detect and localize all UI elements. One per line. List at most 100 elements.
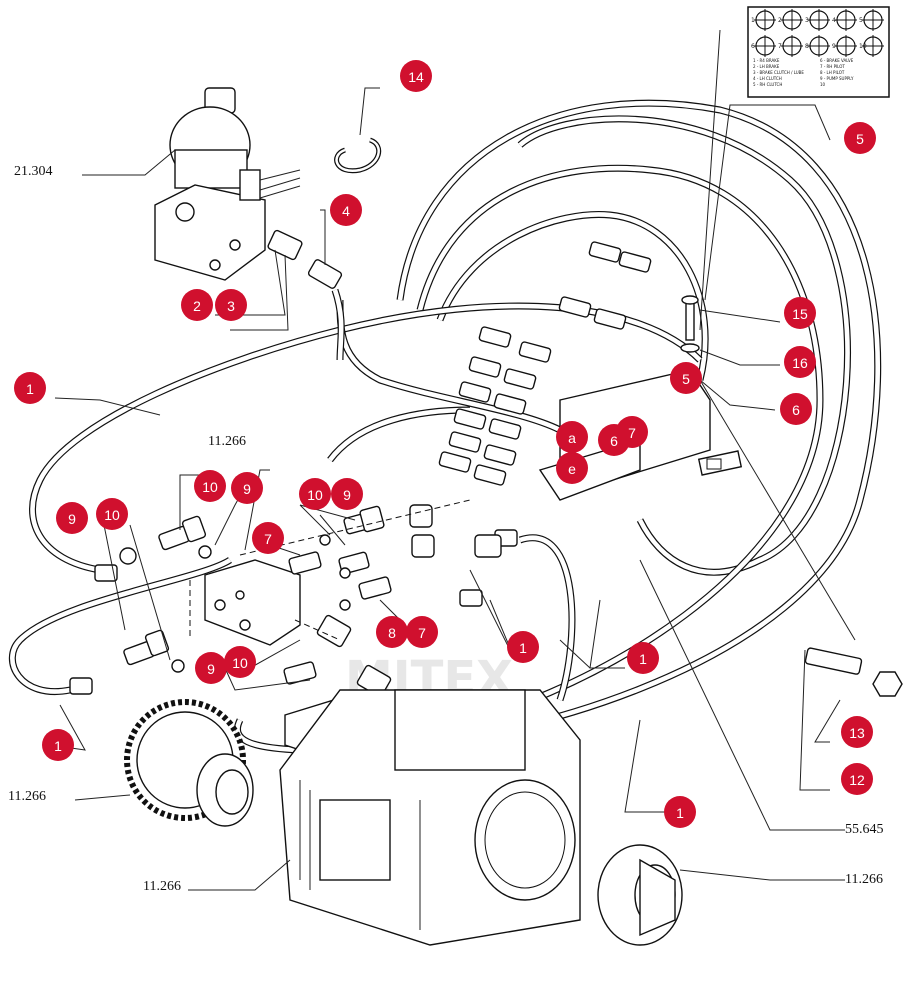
legend-port-7: 7: [778, 35, 803, 57]
hose-fittings: [69, 241, 652, 695]
legend-line-2: 2 - LH BRAKE: [753, 64, 780, 69]
callout-number: 5: [682, 371, 690, 387]
callout-number: 9: [68, 511, 76, 527]
callout-number: 7: [418, 625, 426, 641]
callout-c5a: 5: [844, 122, 876, 154]
callout-c7c: 7: [406, 616, 438, 648]
ref-label-11266-housing: 11.266: [143, 879, 181, 894]
callout-number: 1: [676, 805, 684, 821]
callout-c9d: 9: [195, 652, 227, 684]
legend-port-5: 5: [859, 9, 884, 31]
callout-c13: 13: [841, 716, 873, 748]
callout-number: 15: [792, 306, 808, 322]
legend-port-9: 9: [832, 35, 857, 57]
legend-port-number: 6: [751, 43, 755, 50]
legend-line-3: 3 - BRAKE CLUTCH / LUBE: [753, 70, 804, 75]
callout-number: 1: [26, 381, 34, 397]
callout-c9a: 9: [231, 472, 263, 504]
legend-port-number: 3: [805, 17, 809, 24]
callout-c3: 3: [215, 289, 247, 321]
callout-number: a: [568, 430, 576, 446]
callout-number: 1: [54, 738, 62, 754]
ref-label-21304: 21.304: [14, 164, 53, 179]
legend-port-4: 4: [832, 9, 857, 31]
adapter-fittings: [119, 504, 502, 720]
callout-c10d: 10: [224, 646, 256, 678]
callout-number: 6: [610, 433, 618, 449]
ref-label-55645: 55.645: [845, 822, 884, 837]
callout-number: 1: [639, 651, 647, 667]
callout-c5b: 5: [670, 362, 702, 394]
callout-c9c: 9: [56, 502, 88, 534]
legend-line-9: 9 - PUMP SUPPLY: [820, 76, 854, 81]
callout-number: 9: [207, 661, 215, 677]
callout-number: 2: [193, 298, 201, 314]
callout-c10b: 10: [299, 478, 331, 510]
gear-wheel: [124, 699, 254, 827]
callout-number: 9: [243, 481, 251, 497]
legend-port-10: 10: [859, 35, 884, 57]
callout-number: 9: [343, 487, 351, 503]
callout-c10a: 10: [194, 470, 226, 502]
legend-port-3: 3: [805, 9, 830, 31]
legend-port-number: 7: [778, 43, 782, 50]
callout-c6a: 6: [780, 393, 812, 425]
ref-label-11266-left: 11.266: [8, 789, 46, 804]
legend-port-6: 6: [751, 35, 776, 57]
callout-number: 10: [202, 479, 218, 495]
legend-port-number: 9: [832, 43, 836, 50]
pressure-switch: [804, 647, 903, 697]
callout-number: 10: [104, 507, 120, 523]
callout-number: 5: [856, 131, 864, 147]
callout-number: 8: [388, 625, 396, 641]
legend-port-number: 10: [859, 43, 867, 50]
accumulator-assembly: [154, 87, 301, 281]
assembly-dash-lines: [189, 499, 471, 641]
callout-c12: 12: [841, 763, 873, 795]
legend-line-7: 7 - RH PILOT: [820, 64, 845, 69]
legend-line-5: 5 - RH CLUTCH: [753, 82, 782, 87]
legend-port-number: 4: [832, 17, 836, 24]
reference-labels: 21.304 11.266 11.266 11.266 55.645 11.26…: [8, 164, 884, 894]
callout-number: 10: [232, 655, 248, 671]
legend-line-4: 4 - LH CLUTCH: [753, 76, 782, 81]
legend-port-number: 8: [805, 43, 809, 50]
callout-c7a: 7: [616, 416, 648, 448]
callout-number: 6: [792, 402, 800, 418]
callout-number: 14: [408, 69, 424, 85]
legend-port-2: 2: [778, 9, 803, 31]
callout-c1d: 1: [42, 729, 74, 761]
callout-c9b: 9: [331, 478, 363, 510]
callout-c1b: 1: [507, 631, 539, 663]
callout-c14: 14: [400, 60, 432, 92]
callout-c8: 8: [376, 616, 408, 648]
callout-c1e: 1: [664, 796, 696, 828]
legend-line-10: 10: [820, 82, 826, 87]
legend-port-8: 8: [805, 35, 830, 57]
callout-number: e: [568, 461, 576, 477]
hose-clip: [334, 137, 382, 174]
ref-label-11266-right: 11.266: [845, 872, 883, 887]
ref-label-11266-top: 11.266: [208, 434, 246, 449]
flange-hub: [597, 844, 683, 946]
callout-c7b: 7: [252, 522, 284, 554]
legend-port-1: 1: [751, 9, 776, 31]
callout-c2: 2: [181, 289, 213, 321]
callout-c1a: 1: [14, 372, 46, 404]
legend-port-number: 5: [859, 17, 863, 24]
callout-c4: 4: [330, 194, 362, 226]
legend-line-6: 6 - BRAKE VALVE: [820, 58, 854, 63]
callout-number: 13: [849, 725, 865, 741]
bolt-and-washer: [680, 295, 700, 353]
callout-number: 12: [849, 772, 865, 788]
legend-line-1: 1 - R4 BRAKE: [753, 58, 780, 63]
callout-c1c: 1: [627, 642, 659, 674]
legend-port-number: 2: [778, 17, 782, 24]
transmission-housing: [279, 689, 581, 946]
callout-number: 7: [628, 425, 636, 441]
callout-number: 4: [342, 203, 350, 219]
manifold-block-left: [204, 559, 301, 646]
